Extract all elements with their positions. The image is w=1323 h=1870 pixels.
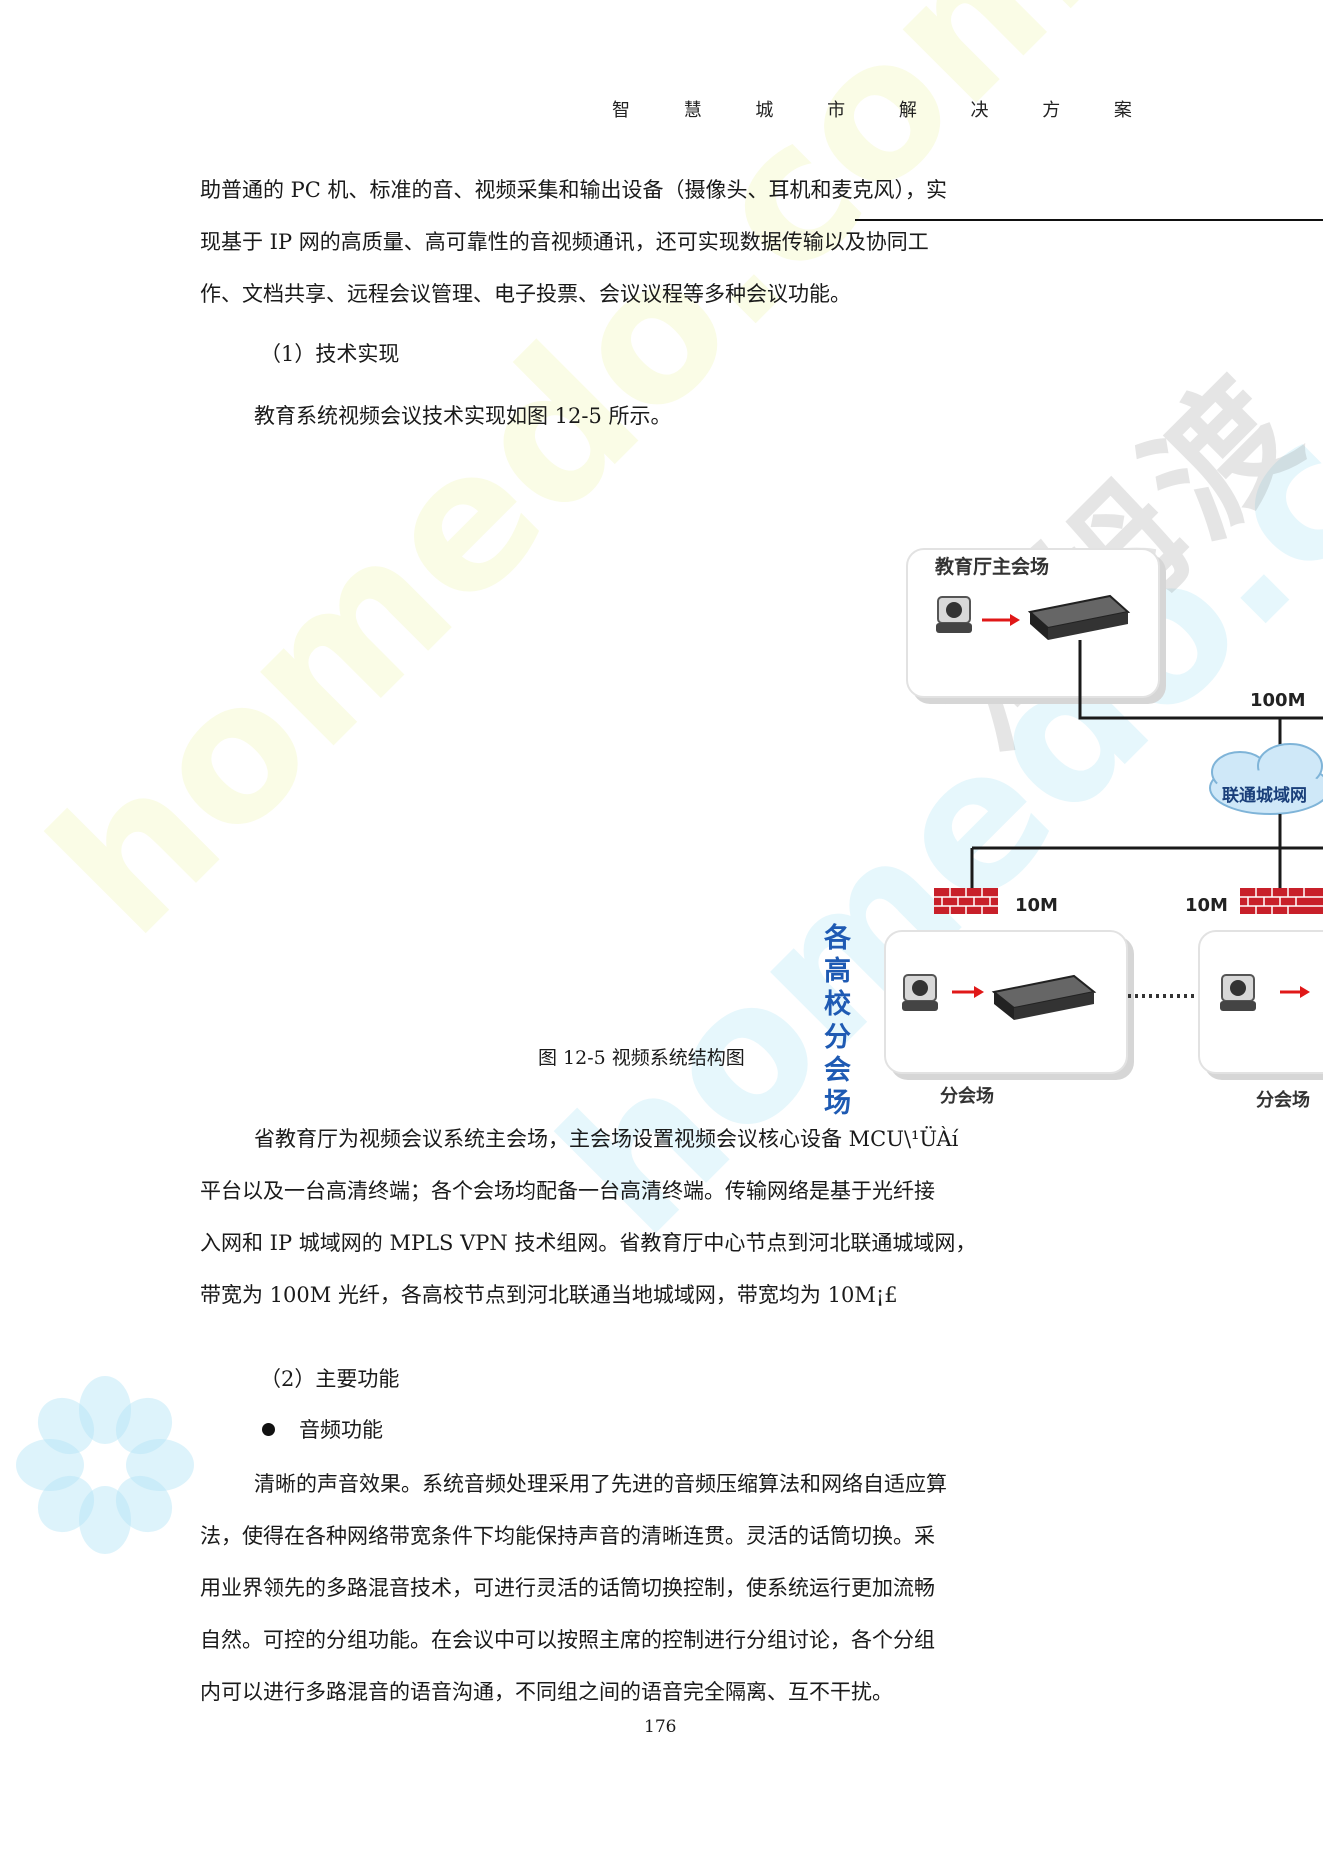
branch-bandwidth-left: 10M [1015, 895, 1058, 916]
branch-bandwidth-right: 10M [1185, 895, 1228, 916]
header-char: 方 [1042, 100, 1061, 121]
main-site-title: 教育厅主会场 [935, 556, 1050, 578]
firewall-icon [1240, 888, 1323, 914]
header-char: 决 [970, 100, 989, 121]
header-char: 案 [1113, 100, 1132, 121]
watermark-flower-icon [16, 1376, 194, 1554]
branch-site-title-left: 分会场 [940, 1086, 994, 1107]
codec-terminal-icon [991, 974, 1097, 1020]
bullet-icon [262, 1422, 275, 1436]
arrow-icon [982, 614, 1020, 626]
cloud-icon [1209, 743, 1323, 815]
camera-icon [936, 596, 972, 633]
bullet-label: 音频功能 [299, 1418, 383, 1442]
text-line: 助普通的 PC 机、标准的音、视频采集和输出设备（摄像头、耳机和麦克风），实 [200, 178, 948, 202]
intro-paragraph: 助普通的 PC 机、标准的音、视频采集和输出设备（摄像头、耳机和麦克风），实 现… [200, 164, 1060, 320]
camera-icon [1220, 974, 1256, 1011]
figure-caption: 图 12-5 视频系统结构图 [538, 1047, 745, 1069]
figure-intro: 教育系统视频会议技术实现如图 12-5 所示。 [254, 404, 672, 428]
text-line: 用业界领先的多路混音技术，可进行灵活的话筒切换控制，使系统运行更加流畅 [200, 1576, 935, 1600]
text-line: 清晰的声音效果。系统音频处理采用了先进的音频压缩算法和网络自适应算 [254, 1472, 947, 1496]
header-char: 城 [755, 100, 774, 121]
main-bandwidth-label: 100M [1250, 690, 1306, 711]
text-line: 法，使得在各种网络带宽条件下均能保持声音的清晰连贯。灵活的话筒切换。采 [200, 1524, 935, 1548]
header-char: 智 [612, 100, 630, 121]
section-heading-functions: （2）主要功能 [260, 1367, 400, 1391]
header-char: 慧 [683, 100, 702, 121]
section-heading-tech: （1）技术实现 [260, 342, 400, 366]
text-line: 省教育厅为视频会议系统主会场，主会场设置视频会议核心设备 MCU\¹ÜÀí [254, 1127, 959, 1151]
header-char: 市 [827, 100, 846, 121]
description-paragraph: 省教育厅为视频会议系统主会场，主会场设置视频会议核心设备 MCU\¹ÜÀí 平台… [200, 1113, 1060, 1321]
running-header: 智 慧 城 市 解 决 方 案 [612, 96, 1132, 122]
text-line: 自然。可控的分组功能。在会议中可以按照主席的控制进行分组讨论，各个分组 [200, 1628, 935, 1652]
header-rule [855, 219, 1323, 221]
audio-paragraph: 清晰的声音效果。系统音频处理采用了先进的音频压缩算法和网络自适应算 法，使得在各… [200, 1458, 1060, 1718]
branch-group-label: 各高校分会场 [824, 923, 851, 1119]
bullet-item: 音频功能 [262, 1414, 383, 1444]
firewall-icon [934, 888, 998, 914]
text-line: 平台以及一台高清终端；各个会场均配备一台高清终端。传输网络是基于光纤接 [200, 1179, 935, 1203]
arrow-icon [952, 986, 984, 998]
camera-icon [902, 974, 938, 1011]
branch-site-title-right: 分会场 [1256, 1090, 1310, 1111]
text-line: 现基于 IP 网的高质量、高可靠性的音视频通讯，还可实现数据传输以及协同工 [200, 230, 929, 254]
text-line: 入网和 IP 城域网的 MPLS VPN 技术组网。省教育厅中心节点到河北联通城… [200, 1231, 977, 1255]
network-label: 联通城域网 [1222, 786, 1307, 806]
page-number: 176 [644, 1717, 677, 1737]
text-line: 带宽为 100M 光纤，各高校节点到河北联通当地城域网，带宽均为 10M¡£ [200, 1283, 898, 1307]
codec-terminal-icon [1027, 594, 1131, 640]
text-line: 作、文档共享、远程会议管理、电子投票、会议议程等多种会议功能。 [200, 282, 851, 306]
branch-site-box-right [1198, 930, 1323, 1074]
arrow-icon [1280, 986, 1310, 998]
text-line: 内可以进行多路混音的语音沟通，不同组之间的语音完全隔离、互不干扰。 [200, 1680, 893, 1704]
header-char: 解 [898, 100, 917, 121]
